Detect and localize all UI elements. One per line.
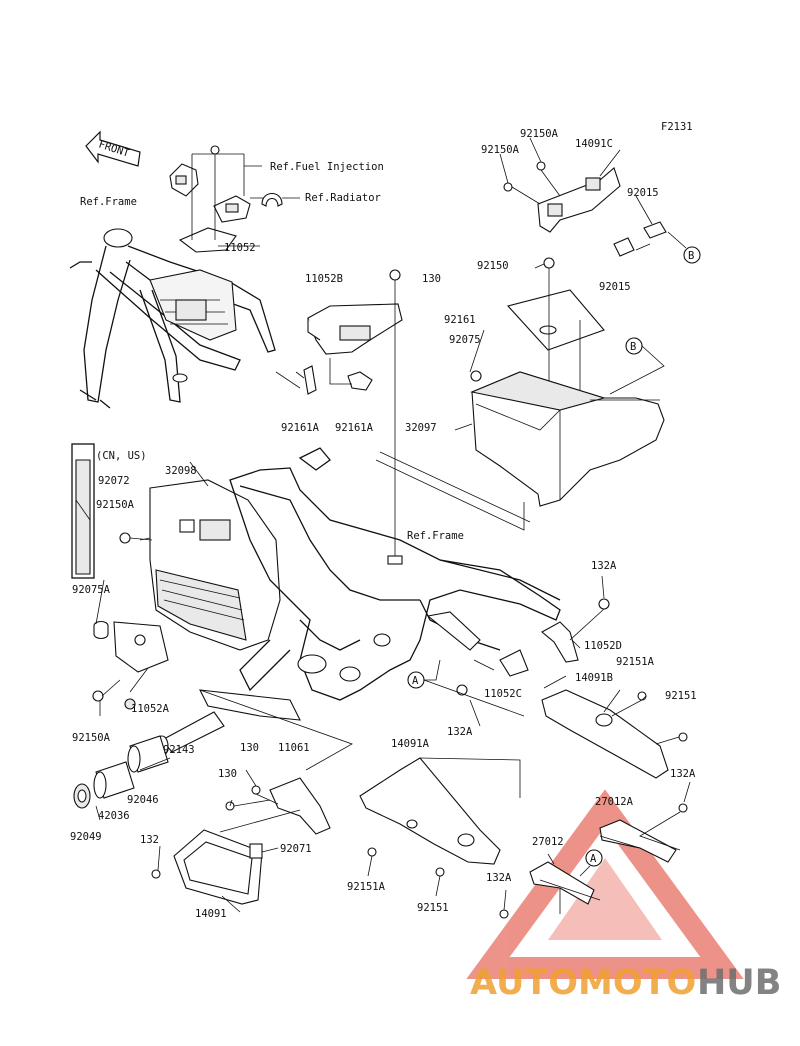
label-92015-b: 92015 [599, 281, 631, 293]
brackets-11052C-D: A [407, 598, 610, 717]
cover-14091A [359, 757, 521, 877]
ref-frame-mid: Ref.Frame [407, 530, 464, 542]
diagram-code: F2131 [661, 121, 693, 133]
watermark-text-part2: HUB [697, 963, 781, 1003]
main-frame-drawing [124, 447, 561, 771]
label-11052C: 11052C [484, 688, 522, 700]
label-11052D: 11052D [584, 640, 622, 652]
callout-b-mid: B [630, 341, 636, 353]
label-92151-b: 92151 [417, 902, 449, 914]
label-32097: 32097 [405, 422, 437, 434]
callout-a-bot: A [590, 853, 597, 865]
label-92075A: 92075A [72, 584, 111, 596]
label-92150A-top: 92150A [520, 128, 559, 140]
label-130-a: 130 [240, 742, 259, 754]
label-132A-b: 132A [486, 872, 512, 884]
label-32098: 32098 [165, 465, 197, 477]
label-92046: 92046 [127, 794, 159, 806]
label-14091A: 14091A [391, 738, 430, 750]
bracket-11052B [275, 269, 403, 560]
brackets-27012: A [499, 803, 688, 919]
label-11052A: 11052A [131, 703, 170, 715]
bracket-14091C: B [503, 161, 701, 264]
label-11052B: 11052B [305, 273, 343, 285]
front-arrow: FRONT [85, 130, 141, 167]
watermark-logo [466, 789, 744, 979]
label-92075: 92075 [449, 334, 481, 346]
label-27012: 27012 [532, 836, 564, 848]
label-92151A-r: 92151A [616, 656, 655, 668]
label-92071: 92071 [280, 843, 312, 855]
label-92161A-a: 92161A [281, 422, 320, 434]
label-92150A-mid: 92150A [96, 499, 135, 511]
callout-a-mid: A [412, 675, 419, 687]
label-14091B: 14091B [575, 672, 613, 684]
label-132A-r2: 132A [670, 768, 696, 780]
label-14091C: 14091C [575, 138, 613, 150]
callout-b-top: B [688, 250, 694, 262]
label-132: 132 [140, 834, 159, 846]
label-11052-top: 11052 [224, 242, 256, 254]
label-92161: 92161 [444, 314, 476, 326]
label-92150A-bot: 92150A [72, 732, 111, 744]
label-92151-r: 92151 [665, 690, 697, 702]
cover-14091B [541, 689, 688, 779]
label-130-top: 130 [422, 273, 441, 285]
plate-92072 [71, 443, 95, 579]
label-132A-r1: 132A [591, 560, 617, 572]
battery-case: B [375, 257, 665, 531]
ref-frame-top: Ref.Frame [80, 196, 137, 208]
ref-fuel-injection: Ref.Fuel Injection [270, 161, 384, 173]
side-cover-32098 [92, 479, 281, 702]
label-92049: 92049 [70, 831, 102, 843]
watermark-text-part1: AUTOMOTO [470, 963, 696, 1003]
label-92151A-b: 92151A [347, 881, 386, 893]
label-92150A-left: 92150A [481, 144, 520, 156]
leader-lines [95, 137, 691, 913]
label-42036: 42036 [98, 810, 130, 822]
label-14091: 14091 [195, 908, 227, 920]
label-92072: 92072 [98, 475, 130, 487]
ref-radiator: Ref.Radiator [305, 192, 381, 204]
label-132A-mid: 132A [447, 726, 473, 738]
upper-frame-drawing [69, 228, 276, 409]
watermark-text: AUTOMOTO HUB [470, 963, 781, 1003]
label-130-b: 130 [218, 768, 237, 780]
label-92143: 92143 [163, 744, 195, 756]
label-92161A-b: 92161A [335, 422, 374, 434]
label-92015-a: 92015 [627, 187, 659, 199]
label-92150: 92150 [477, 260, 509, 272]
label-11061: 11061 [278, 742, 310, 754]
label-27012A: 27012A [595, 796, 634, 808]
fuel-injection-bracket [169, 145, 266, 253]
labels: Ref.Fuel Injection Ref.Radiator Ref.Fram… [70, 128, 697, 920]
variant-note: (CN, US) [96, 450, 147, 462]
radiator-clip [261, 192, 300, 207]
bracket-11061 [219, 777, 331, 835]
cover-14091 [151, 829, 263, 905]
